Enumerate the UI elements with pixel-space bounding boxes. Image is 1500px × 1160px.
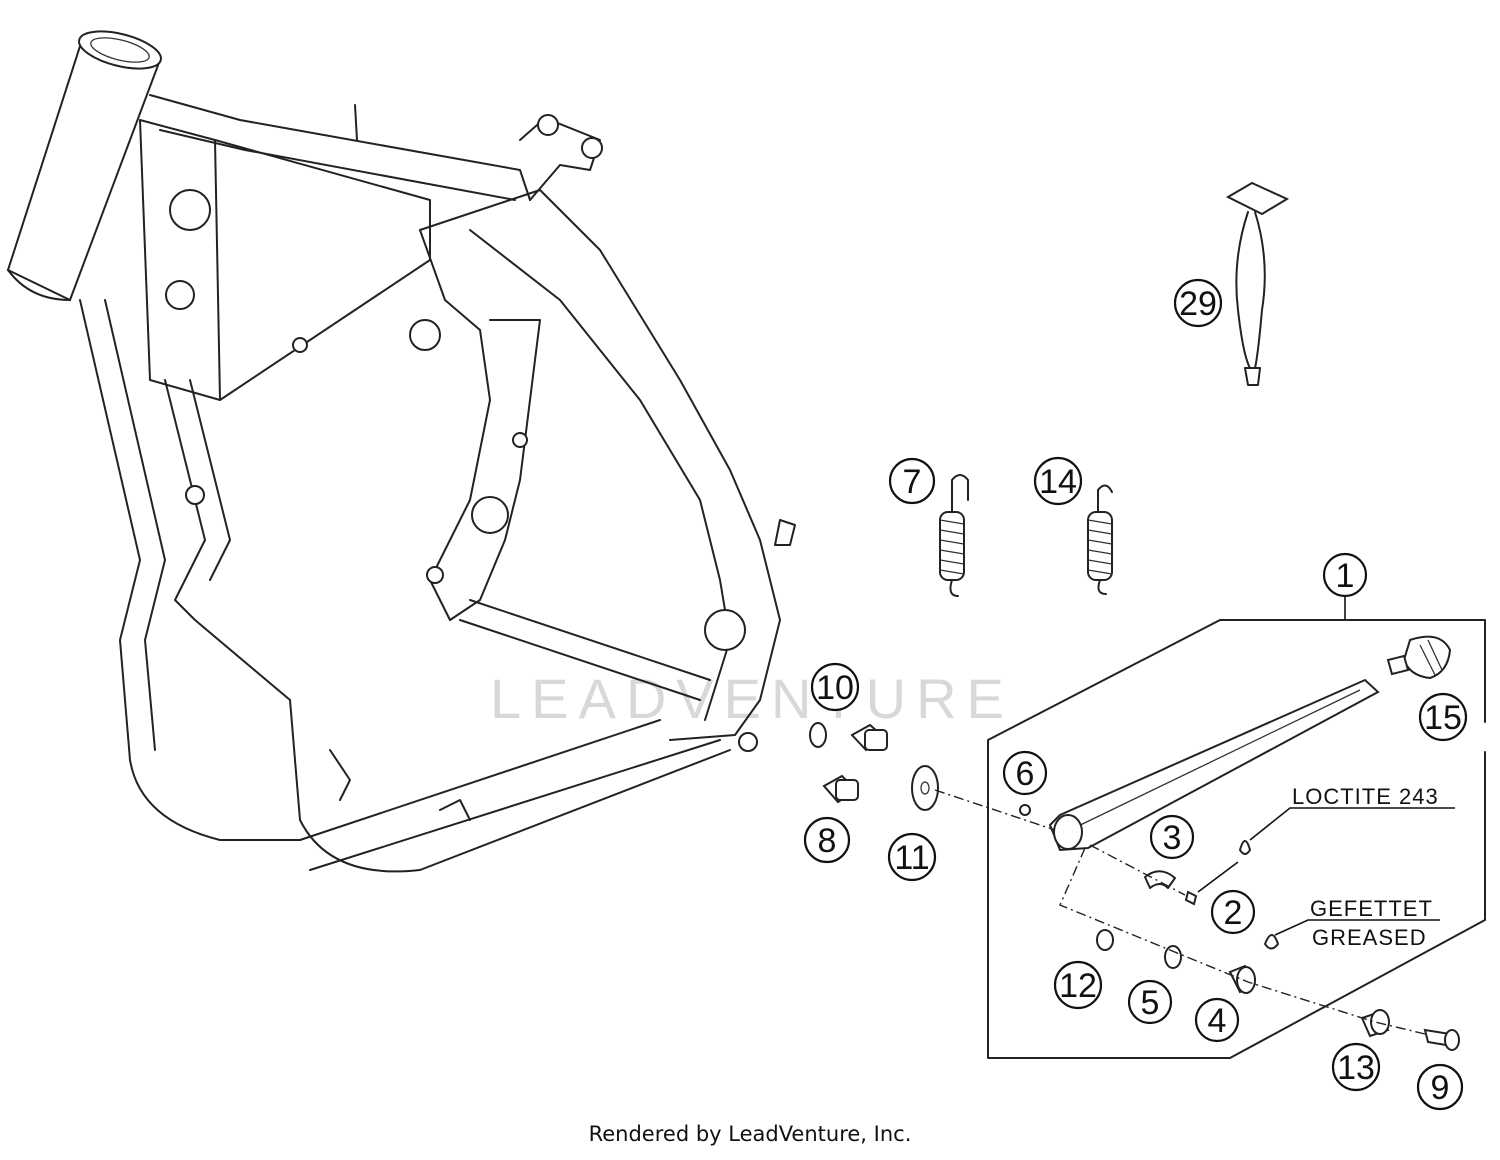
callout-2[interactable]: 2 xyxy=(1210,889,1256,935)
part-11-washer xyxy=(911,765,939,811)
assembly-line-washer xyxy=(934,789,1056,831)
part-4-bushing xyxy=(1228,964,1257,994)
assembly-line-clip xyxy=(1089,844,1186,896)
top-tube xyxy=(149,94,531,201)
callout-9[interactable]: 9 xyxy=(1416,1063,1464,1111)
svg-text:13: 13 xyxy=(1337,1049,1375,1087)
callout-6[interactable]: 6 xyxy=(1002,750,1048,796)
svg-text:4: 4 xyxy=(1208,1002,1227,1040)
leader-2 xyxy=(1197,861,1239,893)
callout-4[interactable]: 4 xyxy=(1194,997,1240,1043)
frame-illustration xyxy=(6,30,796,873)
svg-text:8: 8 xyxy=(818,822,837,860)
svg-text:5: 5 xyxy=(1141,984,1160,1022)
part-14-spring xyxy=(1087,484,1113,595)
shock-mount xyxy=(354,104,603,201)
svg-text:2: 2 xyxy=(1224,894,1243,932)
callout-3[interactable]: 3 xyxy=(1149,814,1195,860)
callout-13[interactable]: 13 xyxy=(1331,1042,1381,1092)
callout-5[interactable]: 5 xyxy=(1127,979,1173,1025)
greased-note-en: GREASED xyxy=(1312,925,1427,950)
part-2-pin xyxy=(1184,890,1198,906)
part-8-bolt xyxy=(822,774,859,804)
callout-11[interactable]: 11 xyxy=(887,832,937,882)
steering-head-tube xyxy=(6,30,162,302)
right-down-tube xyxy=(164,379,421,873)
svg-text:12: 12 xyxy=(1059,967,1097,1005)
leader-loctite xyxy=(1249,807,1455,841)
part-3-clip xyxy=(1144,870,1176,889)
svg-text:1: 1 xyxy=(1336,557,1355,595)
callout-7[interactable]: 7 xyxy=(888,457,936,505)
svg-text:3: 3 xyxy=(1163,819,1182,857)
part-6-nut xyxy=(1019,804,1031,816)
part-1-assembly-box xyxy=(987,619,1486,1059)
leader-greased xyxy=(1274,919,1440,936)
left-down-tube xyxy=(79,299,301,841)
loctite-drop xyxy=(1238,840,1252,855)
watermark-text: LEADVENTURE xyxy=(490,667,1014,730)
part-12-o-ring xyxy=(1096,929,1114,951)
loctite-note: LOCTITE 243 xyxy=(1292,784,1439,809)
svg-text:14: 14 xyxy=(1039,463,1077,501)
part-15-foot xyxy=(1386,635,1452,680)
svg-text:6: 6 xyxy=(1016,755,1035,793)
svg-text:9: 9 xyxy=(1431,1069,1450,1107)
assembly-line-pivot xyxy=(1059,847,1426,1035)
callout-14[interactable]: 14 xyxy=(1033,456,1083,506)
part-9-bolt xyxy=(1423,1028,1460,1051)
part-5-o-ring xyxy=(1164,945,1182,969)
side-stand-leg xyxy=(1048,678,1380,852)
main-frame-loop xyxy=(419,189,781,741)
footer-credit: Rendered by LeadVenture, Inc. xyxy=(588,1122,912,1146)
part-13-bushing xyxy=(1360,1009,1390,1038)
callout-8[interactable]: 8 xyxy=(803,816,851,864)
lower-cradle xyxy=(299,719,731,871)
grease-drop xyxy=(1263,934,1280,950)
callout-1[interactable]: 1 xyxy=(1322,552,1368,598)
svg-text:10: 10 xyxy=(816,669,854,707)
callout-10[interactable]: 10 xyxy=(810,662,860,712)
callout-12[interactable]: 12 xyxy=(1053,960,1103,1010)
svg-text:11: 11 xyxy=(894,839,929,877)
svg-text:7: 7 xyxy=(903,463,922,501)
part-10-o-ring xyxy=(809,722,827,748)
greased-note-de: GEFETTET xyxy=(1310,896,1433,921)
callout-15[interactable]: 15 xyxy=(1418,692,1468,742)
callout-29[interactable]: 29 xyxy=(1173,278,1223,328)
bolt-upper xyxy=(850,723,888,752)
part-7-spring xyxy=(939,474,969,597)
svg-text:15: 15 xyxy=(1424,699,1462,737)
part-29-bracket xyxy=(1225,181,1290,386)
svg-text:29: 29 xyxy=(1179,285,1217,323)
